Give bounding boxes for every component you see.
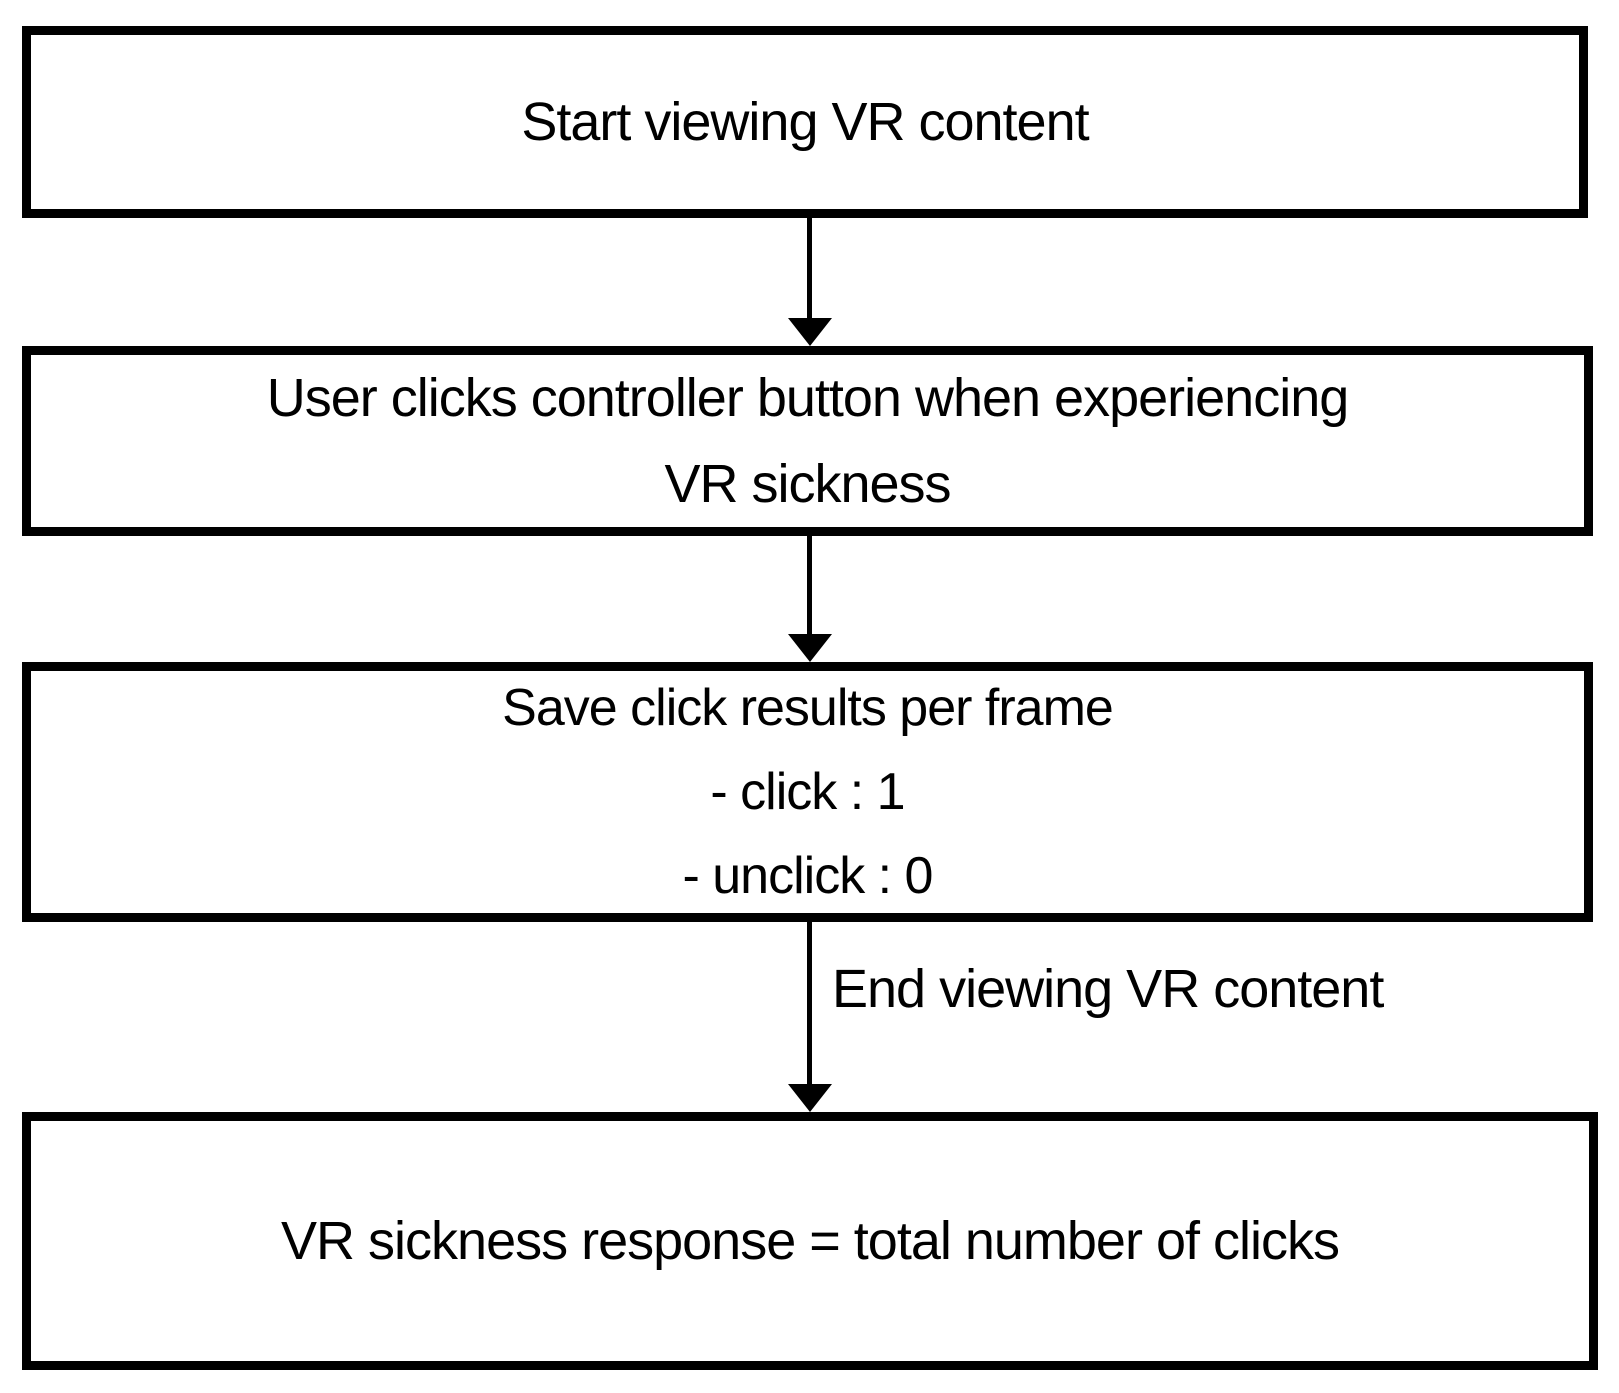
node-text-line: Start viewing VR content	[521, 91, 1089, 152]
node-text-line: VR sickness response = total number of c…	[281, 1210, 1340, 1271]
node-text-line: VR sickness	[664, 454, 951, 514]
node-text-line: User clicks controller button when exper…	[266, 367, 1350, 428]
connector-line-click-to-save	[807, 536, 812, 638]
arrow-down-icon	[788, 634, 832, 662]
connector-line-save-to-response	[807, 922, 812, 1088]
edge-label-end-viewing: End viewing VR content	[832, 958, 1384, 1020]
node-text-line: - click : 1	[710, 762, 905, 821]
node-user-clicks-controller: User clicks controller button when exper…	[22, 346, 1593, 536]
arrow-down-icon	[788, 1084, 832, 1112]
node-start-viewing: Start viewing VR content	[22, 26, 1588, 218]
node-text-line: - unclick : 0	[682, 847, 934, 906]
connector-line-start-to-click	[807, 218, 812, 322]
node-vr-sickness-response: VR sickness response = total number of c…	[22, 1112, 1598, 1370]
node-save-click-results: Save click results per frame - click : 1…	[22, 662, 1593, 922]
arrow-down-icon	[788, 318, 832, 346]
node-text-line: Save click results per frame	[502, 678, 1114, 737]
